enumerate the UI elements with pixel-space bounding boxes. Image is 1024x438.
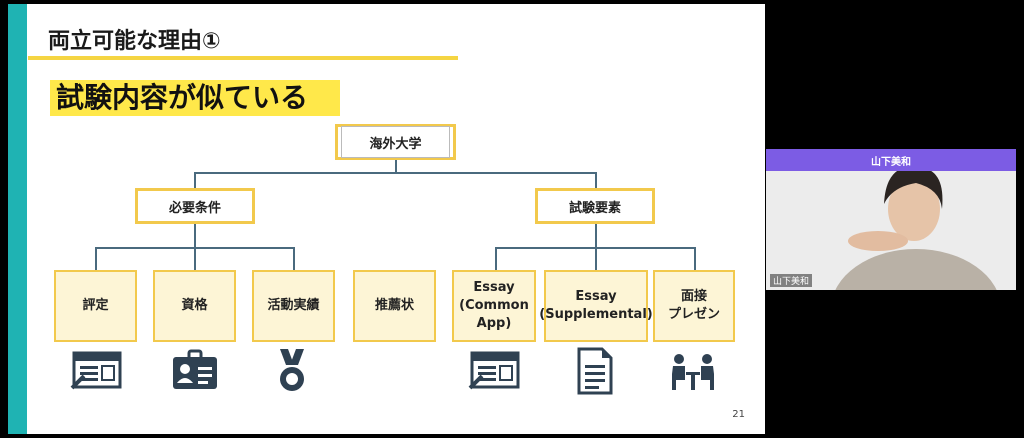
leaf-label: 評定 bbox=[82, 298, 109, 313]
root-node-label: 海外大学 bbox=[341, 126, 450, 158]
document-edit-icon bbox=[70, 351, 122, 390]
document-icon bbox=[577, 347, 613, 395]
presentation-slide: 両立可能な理由① 試験内容が似ている 海外大学 必要条件 試験要素 評定 資格 … bbox=[8, 4, 765, 434]
connector-line bbox=[95, 247, 97, 271]
document-edit-icon bbox=[468, 351, 520, 390]
root-node: 海外大学 bbox=[335, 124, 456, 160]
leaf-node: 面接 プレゼン bbox=[653, 270, 735, 342]
participant-name-caption: 山下美和 bbox=[770, 274, 813, 287]
leaf-label: Essay (Supplemental) bbox=[539, 289, 653, 322]
leaf-label: 資格 bbox=[181, 298, 208, 313]
leaf-label: 面接 プレゼン bbox=[667, 289, 720, 322]
leaf-node: Essay (Supplemental) bbox=[539, 270, 653, 342]
participant-video-feed bbox=[766, 149, 1016, 290]
leaf-node: Essay (Common App) bbox=[452, 270, 536, 342]
leaf-label: 活動実績 bbox=[267, 298, 320, 313]
connector-line bbox=[595, 247, 597, 271]
connector-line bbox=[694, 247, 696, 271]
connector-line bbox=[395, 159, 397, 173]
connector-line bbox=[194, 247, 196, 271]
connector-line bbox=[293, 247, 295, 271]
medal-icon bbox=[280, 349, 304, 391]
leaf-label: 推薦状 bbox=[374, 298, 414, 313]
connector-line bbox=[495, 247, 497, 271]
connector-line bbox=[595, 224, 597, 248]
leaf-node: 資格 bbox=[153, 270, 236, 342]
slide-subtitle: 試験内容が似ている bbox=[56, 81, 309, 114]
connector-line bbox=[595, 172, 597, 188]
connector-line bbox=[194, 172, 597, 174]
slide-side-bar bbox=[8, 4, 27, 434]
interview-icon bbox=[672, 354, 714, 390]
group-node-label: 試験要素 bbox=[568, 200, 621, 216]
connector-line bbox=[194, 224, 196, 248]
participant-name-header: 山下美和 bbox=[766, 149, 1016, 171]
leaf-node: 評定 bbox=[54, 270, 137, 342]
page-number: 21 bbox=[732, 409, 745, 420]
leaf-node: 活動実績 bbox=[252, 270, 335, 342]
group-node-label: 必要条件 bbox=[168, 200, 221, 216]
title-underline bbox=[28, 56, 458, 60]
leaf-label: Essay (Common App) bbox=[459, 280, 529, 331]
participant-video-tile[interactable]: 山下美和 山下美和 bbox=[766, 149, 1016, 290]
group-node-exam-elements: 試験要素 bbox=[535, 188, 655, 224]
group-node-requirements: 必要条件 bbox=[135, 188, 255, 224]
connector-line bbox=[194, 172, 196, 188]
id-card-icon bbox=[173, 349, 217, 389]
leaf-node: 推薦状 bbox=[353, 270, 436, 342]
subtitle-highlight bbox=[50, 80, 340, 116]
slide-title: 両立可能な理由① bbox=[48, 29, 221, 54]
